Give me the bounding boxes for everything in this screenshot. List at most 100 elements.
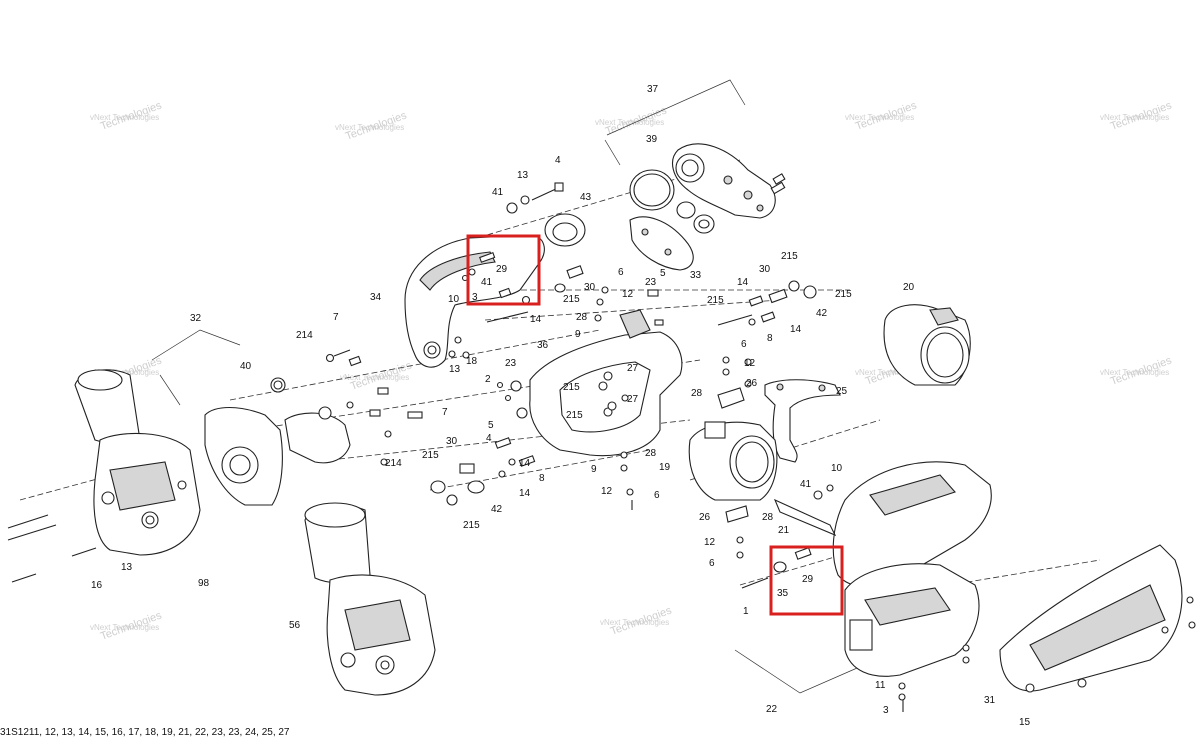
callout: 23 [505,358,517,369]
watermark-line1: vNext Technologies [855,368,924,377]
callout: 6 [741,339,747,350]
actuator-32 [7,369,201,583]
intake-19 [620,421,778,510]
callout: 13 [517,170,529,181]
watermark: vNext Technologies Technologies [845,99,919,132]
callout: 215 [566,410,583,421]
watermark: vNext Technologies Technologies [335,109,409,142]
callout: 34 [370,292,382,303]
callout: 28 [762,512,774,523]
callout: 43 [580,192,592,203]
callout: 42 [816,308,828,319]
callout: 25 [836,386,848,397]
callout: 10 [831,463,843,474]
callout: 41 [481,277,493,288]
callout: 13 [449,364,461,375]
callout: 12 [744,358,756,369]
watermark-line1: vNext Technologies [90,113,159,122]
callout: 5 [488,420,494,431]
callout: 14 [530,314,542,325]
callout: 13 [121,562,133,573]
callout: 98 [198,578,210,589]
callout: 19 [659,462,671,473]
callout: 6 [654,490,660,501]
callout: 8 [767,333,773,344]
callout: 27 [627,394,639,405]
watermark-line1: vNext Technologies [600,618,669,627]
callout: 5 [660,268,666,279]
watermark-line1: vNext Technologies [595,118,664,127]
throttle-body-20 [883,304,971,386]
callout: 37 [647,84,659,95]
watermark: vNext Technologies Technologies [600,604,674,637]
callout: 215 [835,289,852,300]
callout: 7 [442,407,448,418]
callout: 3 [472,292,478,303]
callout: 1 [743,606,749,617]
callout: 36 [537,340,549,351]
callout: 12 [704,537,716,548]
right-hardware [717,280,817,409]
left-mid-hardware [325,336,617,506]
watermark: vNext Technologies Technologies [90,99,164,132]
callout: 41 [800,479,812,490]
callout: 215 [463,520,480,531]
callout: 215 [707,295,724,306]
highlight-box-upper [466,234,541,306]
callout: 11 [875,680,886,691]
callout: 215 [422,450,439,461]
callout: 26 [746,378,758,389]
watermark: vNext Technologies Technologies [90,609,164,642]
callout: 2 [485,374,491,385]
callout: 29 [496,264,508,275]
callout: 215 [781,251,798,262]
highlight-box-lower [769,545,844,616]
callout: 12 [622,289,634,300]
callout: 14 [519,458,531,469]
watermark: vNext Technologies Technologies [1100,99,1174,132]
watermark-line1: vNext Technologies [340,373,409,382]
callout: 9 [575,329,581,340]
callout: 39 [646,134,658,145]
watermark: vNext Technologies Technologies [1100,354,1174,387]
callout: 29 [802,574,814,585]
callout: 8 [539,473,545,484]
callout: 20 [903,282,915,293]
upper-assembly [404,143,786,368]
callout-labels: 37 39 43 4 13 41 29 41 3 10 34 33 30 6 2… [91,84,1031,728]
callout: 26 [699,512,711,523]
callout: 12 [601,486,613,497]
callout: 6 [618,267,624,278]
callout: 215 [563,382,580,393]
callout: 42 [491,504,503,515]
callout: 56 [289,620,301,631]
callout: 7 [333,312,339,323]
callout: 9 [591,464,597,475]
callout: 30 [584,282,596,293]
watermark-line1: vNext Technologies [90,623,159,632]
callout: 27 [627,363,639,374]
callout: 30 [446,436,458,447]
callout: 28 [691,388,703,399]
callout: 35 [777,588,789,599]
callout: 23 [645,277,657,288]
callout: 10 [448,294,460,305]
callout: 41 [492,187,504,198]
callout: 14 [519,488,531,499]
callout: 22 [766,704,778,715]
callout: 31 [984,695,996,706]
callout: 40 [240,361,252,372]
callout: 4 [486,433,492,444]
callout: 21 [778,525,790,536]
callout: 15 [1019,717,1031,728]
callout: 6 [709,558,715,569]
watermark-line1: vNext Technologies [1100,368,1169,377]
callout: 18 [466,356,478,367]
callout: 214 [296,330,313,341]
callout: 214 [385,458,402,469]
watermark-line1: vNext Technologies [1100,113,1169,122]
callout: 215 [563,294,580,305]
watermark-line1: vNext Technologies [335,123,404,132]
callout: 32 [190,313,202,324]
watermark-line1: vNext Technologies [845,113,914,122]
